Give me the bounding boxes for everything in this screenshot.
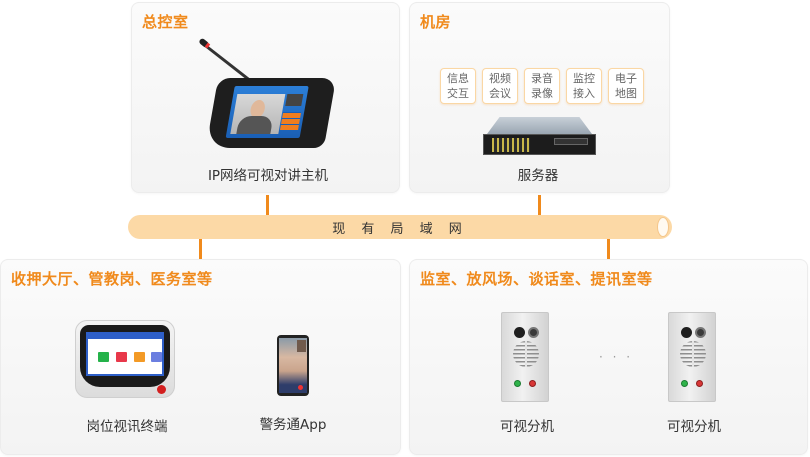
control-room-card: 总控室 IP网络可视对讲主机 <box>131 2 400 193</box>
intercom-extension-icon <box>501 312 549 402</box>
cells-card: 监室、放风场、谈话室、提讯室等 可视分机 可视分机 <box>409 259 808 455</box>
connector-cells <box>607 239 610 259</box>
mobile-phone-icon <box>277 335 309 396</box>
terminal-caption: 岗位视讯终端 <box>86 419 168 435</box>
hall-title: 收押大厅、管教岗、医务室等 <box>11 270 213 288</box>
server-room-title: 机房 <box>420 13 452 31</box>
connector-hall <box>199 239 202 259</box>
connector-control-room <box>266 195 269 215</box>
lan-bus: 现 有 局 域 网 <box>128 215 672 239</box>
lan-label: 现 有 局 域 网 <box>332 222 468 237</box>
connector-server-room <box>538 195 541 215</box>
intercom-extension-icon <box>668 312 716 402</box>
server-modules: 信息交互 视频会议 录音录像 监控接入 电子地图 <box>440 68 644 104</box>
app-caption: 警务通App <box>259 417 327 433</box>
hall-card: 收押大厅、管教岗、医务室等 岗位视讯终端 警务通App <box>0 259 401 455</box>
module-recording: 录音录像 <box>524 68 560 104</box>
cells-title: 监室、放风场、谈话室、提讯室等 <box>420 270 653 288</box>
module-electronic-map: 电子地图 <box>608 68 644 104</box>
control-room-title: 总控室 <box>142 13 189 31</box>
server-caption: 服务器 <box>517 168 559 184</box>
lan-end-cap-icon <box>657 217 669 237</box>
module-monitoring-access: 监控接入 <box>566 68 602 104</box>
extension-caption-2: 可视分机 <box>667 419 721 435</box>
server-room-card: 机房 信息交互 视频会议 录音录像 监控接入 电子地图 服务器 <box>409 2 670 193</box>
module-info-exchange: 信息交互 <box>440 68 476 104</box>
module-video-conference: 视频会议 <box>482 68 518 104</box>
video-intercom-host-icon <box>182 3 372 148</box>
extension-caption-1: 可视分机 <box>500 419 554 435</box>
more-extensions-ellipsis: · · · <box>599 350 634 364</box>
rack-server-icon <box>483 117 596 155</box>
post-video-terminal-icon <box>75 320 175 398</box>
host-caption: IP网络可视对讲主机 <box>207 168 329 184</box>
